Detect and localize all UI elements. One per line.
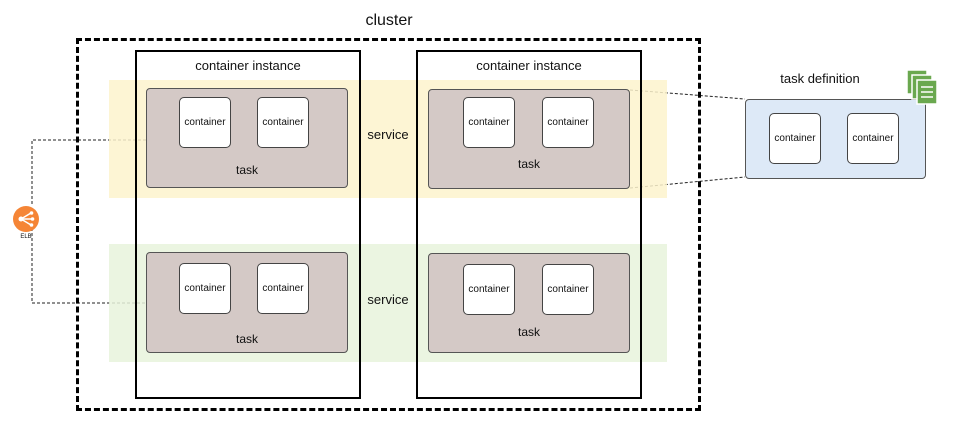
cluster-label: cluster [365, 12, 413, 29]
cluster-box [76, 38, 701, 411]
task-1-label: task [235, 163, 258, 177]
task-2-label: task [517, 157, 540, 171]
elb-label: ELB [20, 234, 32, 240]
container-4a: container [463, 264, 515, 315]
taskdef-container-1: container [769, 113, 821, 164]
service-label-1: service [367, 127, 409, 142]
container-instance-2 [416, 50, 642, 399]
container-2a: container [463, 97, 515, 148]
container-instance-1 [135, 50, 361, 399]
container-3a: container [179, 263, 231, 314]
taskdef-projection-bottom [629, 176, 746, 189]
elb-connector-top [31, 139, 146, 206]
elb-connector-bottom [31, 228, 146, 304]
service-label-2: service [367, 292, 409, 307]
container-3b: container [257, 263, 309, 314]
load-balancer-icon [13, 206, 39, 232]
document-stack-icon [906, 69, 938, 105]
task-4 [428, 253, 630, 353]
container-instance-2-label: container instance [476, 58, 582, 73]
taskdef-projection-top [629, 89, 746, 100]
container-4b: container [542, 264, 594, 315]
container-1a: container [179, 97, 231, 148]
container-2b: container [542, 97, 594, 148]
taskdef-container-2: container [847, 113, 899, 164]
task-2 [428, 89, 630, 189]
container-1b: container [257, 97, 309, 148]
task-3-label: task [235, 332, 258, 346]
task-4-label: task [517, 325, 540, 339]
task-definition-label: task definition [780, 71, 860, 86]
container-instance-1-label: container instance [195, 58, 301, 73]
